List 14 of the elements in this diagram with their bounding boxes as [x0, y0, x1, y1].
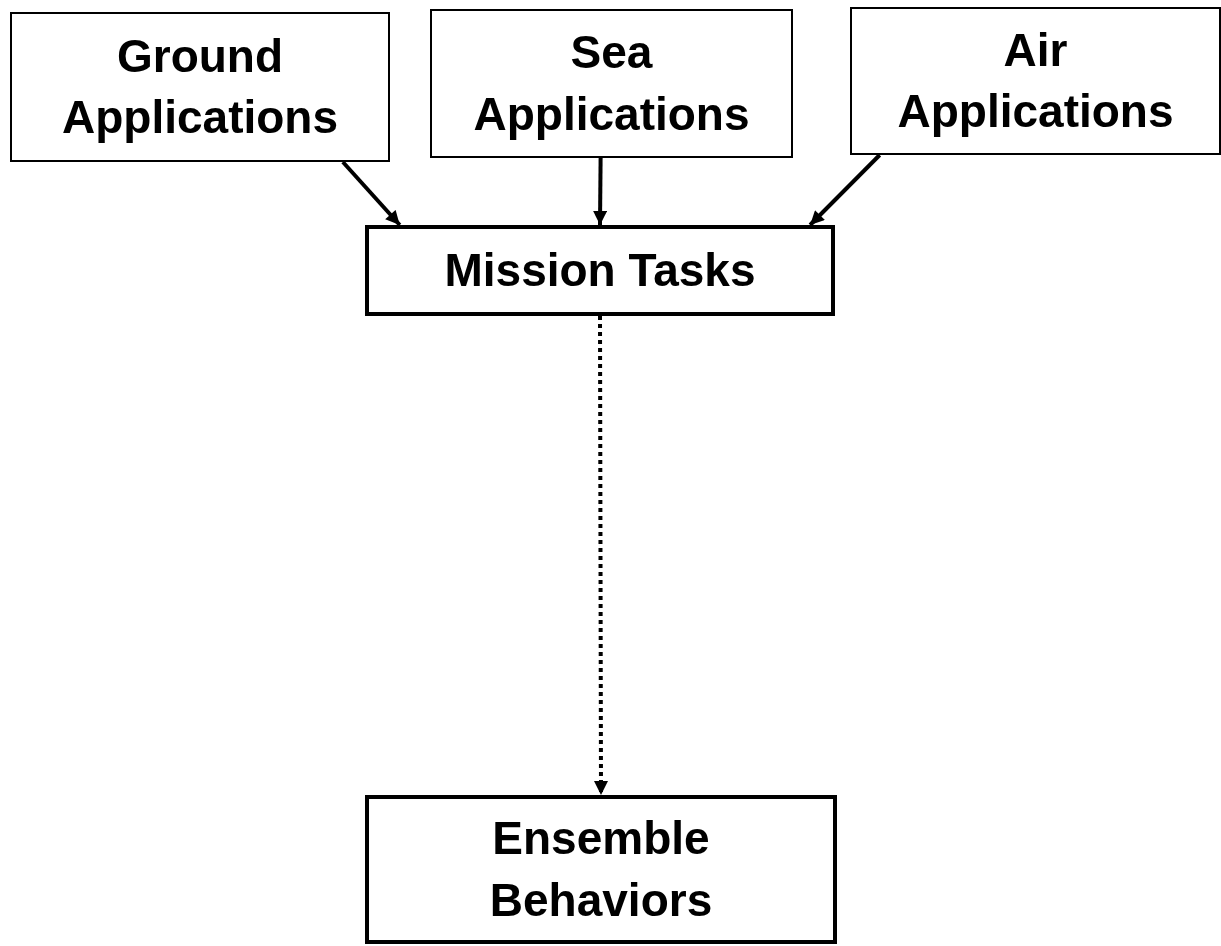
arrow — [593, 316, 608, 795]
process-box — [365, 795, 837, 944]
arrow — [341, 160, 402, 227]
arrow — [808, 153, 882, 227]
box-label: Ensemble Behaviors — [488, 811, 714, 928]
arrow — [593, 157, 608, 226]
box-label: Mission Tasks — [444, 242, 756, 298]
process-box — [850, 7, 1221, 155]
process-box — [365, 225, 835, 316]
process-box — [10, 12, 390, 162]
box-label: Sea Applications — [472, 25, 751, 142]
process-box — [430, 9, 793, 158]
box-label: Air Applications — [896, 22, 1175, 139]
box-label: Ground Applications — [61, 28, 339, 145]
